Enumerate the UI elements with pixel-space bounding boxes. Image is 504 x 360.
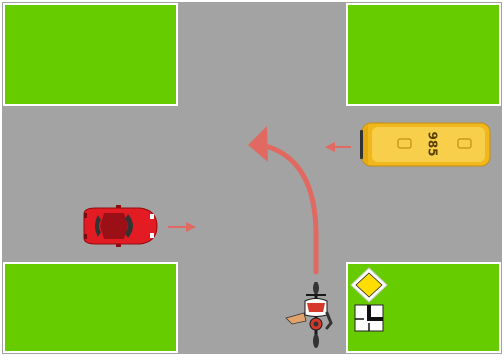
grass-top-left (4, 4, 177, 105)
main-road-direction-plate (355, 305, 383, 331)
grass-bottom-left (4, 263, 177, 352)
bus-plate-number: 985 (426, 131, 440, 156)
grass-top-right (347, 4, 500, 105)
red-car (84, 205, 157, 247)
yellow-bus: 985 (360, 123, 490, 166)
